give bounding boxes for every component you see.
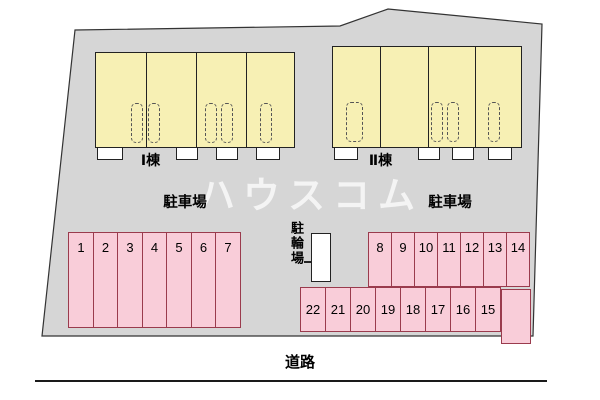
unit-divider	[380, 47, 382, 147]
bicycle-connector-line	[304, 261, 311, 263]
unit-divider	[475, 47, 477, 147]
stall-number: 18	[405, 302, 421, 317]
parking-stall-7: 7	[215, 232, 241, 328]
stall-number: 19	[380, 302, 396, 317]
parking-label-right: 駐車場	[428, 195, 472, 211]
stall-number: 4	[150, 240, 159, 255]
unit-divider	[428, 47, 430, 147]
road-label: 道路	[284, 354, 315, 371]
porch-step	[216, 147, 238, 160]
unit-divider	[146, 53, 148, 147]
parking-stall-19: 19	[375, 287, 401, 332]
porch-step	[452, 147, 474, 160]
parking-stall-2: 2	[93, 232, 118, 328]
parking-stall-6: 6	[191, 232, 216, 328]
stall-number: 21	[330, 302, 346, 317]
bicycle-parking-area	[311, 233, 331, 282]
parking-stall-10: 10	[414, 232, 438, 287]
parking-stall-1: 1	[68, 232, 94, 328]
parking-label-left: 駐車場	[163, 195, 207, 211]
door-outline	[431, 102, 443, 142]
stall-number: 14	[510, 240, 526, 255]
stall-number: 1	[77, 240, 85, 255]
porch-step	[418, 147, 440, 160]
parking-stall-15: 15	[475, 287, 501, 332]
porch-step	[256, 147, 280, 160]
parking-stall-14: 14	[506, 232, 530, 287]
porch-step	[334, 147, 358, 160]
parking-stall-9: 9	[391, 232, 415, 287]
door-outline	[131, 103, 143, 143]
stall-number: 5	[175, 240, 183, 255]
parking-stall-22: 22	[300, 287, 326, 332]
door-outline	[205, 103, 217, 143]
porch-step	[488, 147, 512, 160]
door-outline	[488, 102, 500, 142]
stall-number: 7	[224, 240, 232, 255]
stall-number: 22	[305, 302, 321, 317]
parking-stall-16: 16	[450, 287, 476, 332]
bicycle-parking-label: 駐輪場	[289, 221, 304, 266]
stall-number: 11	[442, 240, 456, 255]
door-outline	[148, 103, 160, 143]
parking-stall-13: 13	[483, 232, 507, 287]
stall-number: 10	[418, 240, 434, 255]
stall-number: 16	[455, 302, 471, 317]
stall-number: 15	[480, 302, 496, 317]
parking-stall-8: 8	[368, 232, 392, 287]
parking-stall-5: 5	[166, 232, 192, 328]
unit-divider	[196, 53, 198, 147]
porch-step	[176, 147, 198, 160]
door-outline	[221, 103, 233, 143]
porch-step	[97, 147, 123, 160]
stall-number: 13	[487, 240, 503, 255]
unit-divider	[246, 53, 248, 147]
building-1-label: Ⅰ棟	[140, 152, 161, 168]
door-outline	[447, 102, 459, 142]
stall-number: 9	[399, 240, 407, 255]
stall-number: 17	[430, 302, 446, 317]
stall-number: 20	[355, 302, 371, 317]
stall-number: 6	[199, 240, 208, 255]
stall-number: 12	[464, 240, 480, 255]
door-outline	[260, 103, 272, 143]
stall-number: 2	[101, 240, 110, 255]
parking-stall-11: 11	[437, 232, 461, 287]
stall-number: 3	[126, 240, 134, 255]
building-2-label: Ⅱ棟	[368, 152, 393, 168]
stall-number: 8	[376, 240, 384, 255]
parking-stall-18: 18	[400, 287, 426, 332]
parking-stall-17: 17	[425, 287, 451, 332]
door-outline	[346, 102, 363, 142]
parking-stall-12: 12	[460, 232, 484, 287]
parking-stall-unnumbered	[501, 289, 531, 344]
building-1	[95, 52, 295, 148]
road-line	[35, 380, 547, 382]
parking-stall-20: 20	[350, 287, 376, 332]
watermark: ハウスコム	[198, 175, 423, 216]
parking-stall-3: 3	[117, 232, 143, 328]
building-2	[332, 46, 522, 148]
parking-stall-21: 21	[325, 287, 351, 332]
parking-stall-4: 4	[142, 232, 167, 328]
